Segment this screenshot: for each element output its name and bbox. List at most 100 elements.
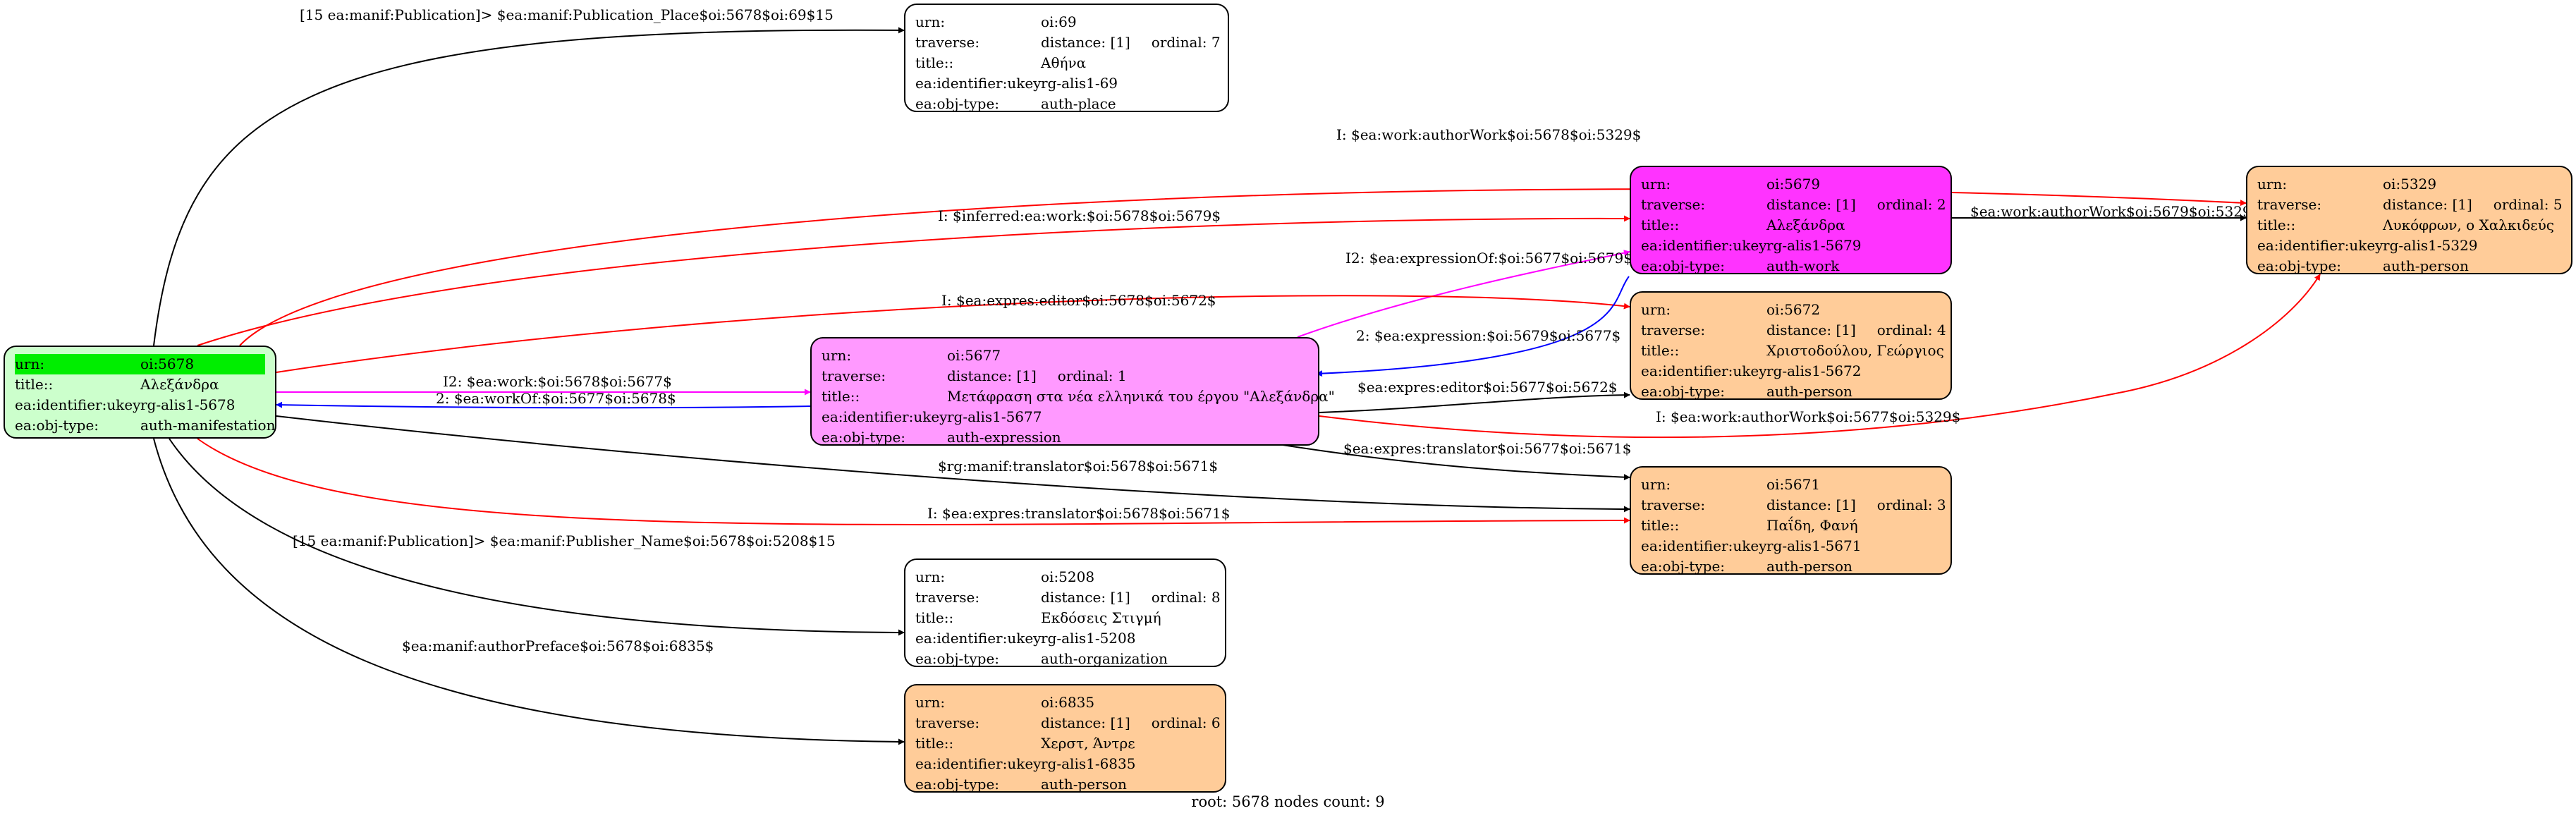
edge-editor-root (276, 295, 1630, 373)
node-title: Χριστοδούλου, Γεώργιος (1766, 342, 1944, 359)
traverse-row: traverse:distance: [1]ordinal: 8 (915, 587, 1221, 608)
title-row: title::Χερστ, Άντρε (915, 733, 1215, 754)
urn-row: urn:oi:5208 (915, 567, 1215, 587)
node-urn: oi:5329 (2383, 176, 2437, 193)
node-ordinal: ordinal: 2 (1876, 196, 1946, 213)
graph-footer: root: 5678 nodes count: 9 (1191, 793, 1385, 810)
node-ukey: rg-alis1-69 (1041, 75, 1118, 92)
node-title: Αθήνα (1041, 54, 1087, 71)
node-ukey: rg-alis1-5208 (1041, 630, 1136, 647)
node-type: auth-place (1041, 95, 1116, 112)
edge-editor-expr (1319, 391, 1630, 413)
node-distance: distance: [1] (1766, 322, 1856, 338)
edge-label-work: I2: $ea:work:$oi:5678$oi:5677$ (443, 373, 672, 390)
edge-translator-root (197, 438, 1630, 525)
node-distance: distance: [1] (1041, 589, 1130, 606)
node-distance: distance: [1] (1041, 714, 1130, 731)
edge-label-translator-root: I: $ea:expres:translator$oi:5678$oi:5671… (927, 505, 1230, 522)
edge-translator-expr (1269, 442, 1630, 481)
type-row: ea:obj-type:auth-manifestation (15, 415, 275, 436)
node-type: auth-work (1766, 257, 1840, 274)
node-title: Εκδόσεις Στιγμή (1041, 609, 1161, 626)
node-5679[interactable]: urn:oi:5679 traverse:distance: [1]ordina… (1630, 166, 1952, 274)
edge-label-author-expr: I: $ea:work:authorWork$oi:5677$oi:5329$ (1656, 408, 1960, 425)
node-69[interactable]: urn:oi:69 traverse:distance: [1]ordinal:… (904, 4, 1229, 112)
edge-label-place: [15 ea:manif:Publication]> $ea:manif:Pub… (300, 6, 834, 23)
node-ordinal: ordinal: 5 (2493, 196, 2563, 213)
node-type: auth-person (1766, 383, 1852, 400)
edge-place (153, 27, 905, 346)
type-row: ea:obj-type:auth-person (2257, 256, 2561, 276)
edge-label-editor-root: I: $ea:expres:editor$oi:5678$oi:5672$ (941, 292, 1216, 309)
node-5672[interactable]: urn:oi:5672 traverse:distance: [1]ordina… (1630, 291, 1952, 400)
title-row: title::Αλεξάνδρα (15, 374, 265, 395)
type-row: ea:obj-type:auth-person (1641, 381, 1941, 402)
edge-inferred-work (197, 215, 1630, 346)
node-ordinal: ordinal: 8 (1151, 589, 1221, 606)
title-row: title::Λυκόφρων, ο Χαλκιδεύς (2257, 215, 2561, 236)
title-row: title::Εκδόσεις Στιγμή (915, 608, 1215, 628)
edge-label-work-author: $ea:work:authorWork$oi:5679$oi:5329$ (1970, 203, 2260, 220)
node-type: auth-manifestation (140, 417, 276, 434)
title-row: title::Παΐδη, Φανή (1641, 515, 1941, 536)
node-root[interactable]: urn:oi:5678 title::Αλεξάνδρα ea:identifi… (4, 346, 276, 439)
title-row: title::Αθήνα (915, 53, 1218, 73)
edge-label-translator-expr: $ea:expres:translator$oi:5677$oi:5671$ (1343, 440, 1632, 457)
edge-label-workof: 2: $ea:workOf:$oi:5677$oi:5678$ (436, 390, 676, 407)
urn-row: urn:oi:6835 (915, 692, 1215, 713)
node-title: Λυκόφρων, ο Χαλκιδεύς (2383, 216, 2555, 233)
node-ordinal: ordinal: 7 (1151, 34, 1221, 51)
node-type: auth-person (1766, 558, 1852, 575)
traverse-row: traverse:distance: [1]ordinal: 6 (915, 713, 1221, 733)
node-ukey: rg-alis1-5671 (1766, 537, 1862, 554)
node-ordinal: ordinal: 4 (1876, 322, 1946, 338)
node-ordinal: ordinal: 6 (1151, 714, 1221, 731)
node-ukey: rg-alis1-5679 (1766, 237, 1862, 254)
title-row: title::Χριστοδούλου, Γεώργιος (1641, 341, 1944, 361)
node-urn: oi:5679 (1766, 176, 1821, 193)
node-5208[interactable]: urn:oi:5208 traverse:distance: [1]ordina… (904, 558, 1226, 667)
type-row: ea:obj-type:auth-work (1641, 256, 1941, 276)
traverse-row: traverse:distance: [1]ordinal: 5 (2257, 195, 2563, 215)
node-5677[interactable]: urn:oi:5677 traverse:distance: [1]ordina… (810, 337, 1335, 448)
traverse-row: traverse:distance: [1]ordinal: 7 (915, 32, 1221, 53)
urn-row: urn:oi:5678 (15, 354, 265, 374)
node-distance: distance: [1] (947, 367, 1037, 384)
edge-expression (1316, 276, 1630, 377)
node-title: Χερστ, Άντρε (1041, 735, 1135, 752)
node-urn: oi:5672 (1766, 301, 1821, 318)
urn-row: urn:oi:5679 (1641, 174, 1941, 195)
node-distance: distance: [1] (1766, 196, 1856, 213)
node-5671[interactable]: urn:oi:5671 traverse:distance: [1]ordina… (1630, 466, 1952, 575)
edge-label-expr-of: I2: $ea:expressionOf:$oi:5677$oi:5679$ (1345, 250, 1632, 267)
node-ukey: rg-alis1-5672 (1766, 362, 1862, 379)
node-title: Παΐδη, Φανή (1766, 517, 1858, 534)
node-distance: distance: [1] (2383, 196, 2472, 213)
type-row: ea:obj-type:auth-place (915, 94, 1218, 114)
edge-author-expr (1319, 274, 2321, 439)
title-row: title::Αλεξάνδρα (1641, 215, 1941, 236)
edge-workof (276, 401, 811, 409)
node-urn: oi:6835 (1041, 694, 1095, 711)
node-ordinal: ordinal: 3 (1876, 496, 1946, 513)
node-6835[interactable]: urn:oi:6835 traverse:distance: [1]ordina… (904, 684, 1226, 793)
edge-label-expression: 2: $ea:expression:$oi:5679$oi:5677$ (1356, 327, 1620, 344)
type-row: ea:obj-type:auth-expression (822, 427, 1308, 448)
title-row: title::Μετάφραση στα νέα ελληνικά του έρ… (822, 386, 1335, 407)
traverse-row: traverse:distance: [1]ordinal: 2 (1641, 195, 1946, 215)
traverse-row: traverse:distance: [1]ordinal: 3 (1641, 495, 1946, 515)
node-type: auth-person (1041, 776, 1127, 793)
node-ordinal: ordinal: 1 (1057, 367, 1127, 384)
urn-row: urn:oi:5677 (822, 346, 1308, 366)
node-type: auth-expression (947, 429, 1061, 446)
node-5329[interactable]: urn:oi:5329 traverse:distance: [1]ordina… (2246, 166, 2572, 274)
node-distance: distance: [1] (1766, 496, 1856, 513)
traverse-row: traverse:distance: [1]ordinal: 4 (1641, 320, 1946, 341)
